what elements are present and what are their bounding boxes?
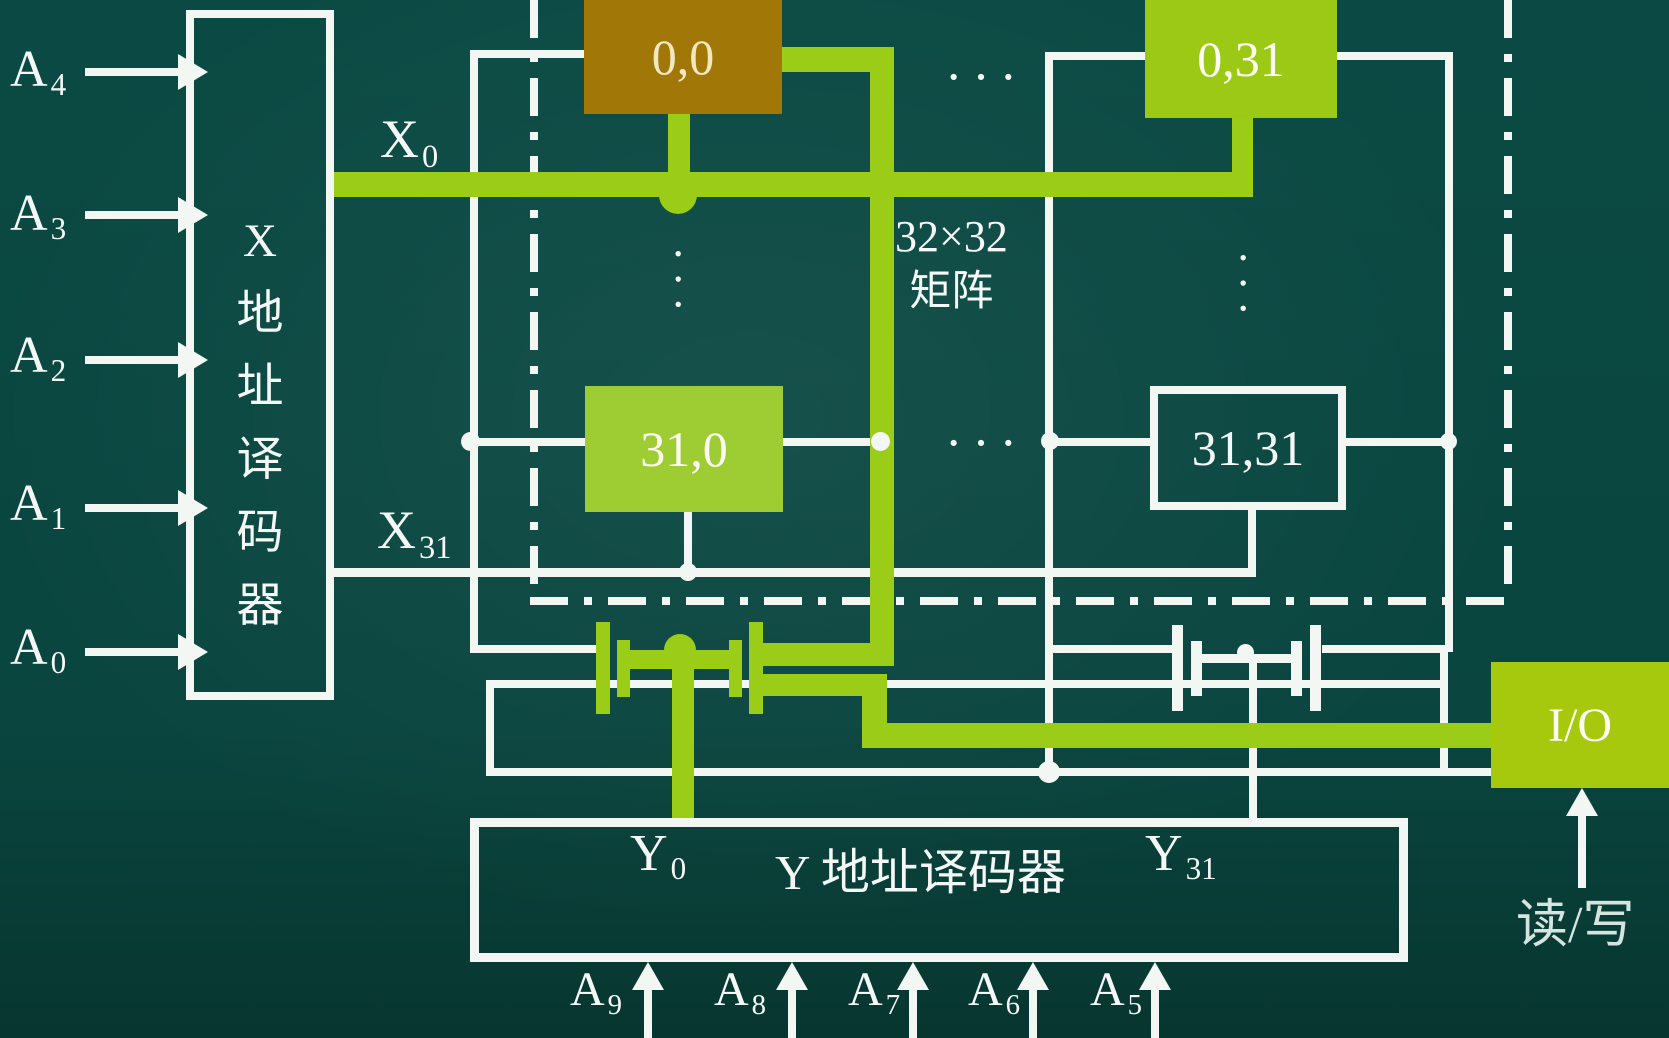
col31-select-feed-right (1322, 645, 1444, 653)
x0-junction-node (659, 176, 697, 214)
cell00-bottom-stub (668, 114, 690, 174)
matrix-border-left (530, 0, 538, 600)
junction-dot (679, 563, 697, 581)
right-bus-connector (1440, 645, 1448, 773)
cell3131-right-connector (1346, 438, 1448, 446)
ellipsis-row31: ··· (945, 415, 1027, 472)
cell310-left-connector (477, 438, 585, 446)
arrow-a5-shaft (1151, 988, 1159, 1038)
arrow-a6-head (1017, 962, 1049, 990)
col31-transistor-bar (1310, 625, 1321, 711)
col0-transistor-bar (617, 640, 630, 697)
memory-cell-0-0: 0,0 (584, 0, 782, 114)
arrow-a1-shaft (85, 504, 181, 512)
memory-cell-31-0: 31,0 (585, 386, 783, 512)
input-label-a2: A2 (10, 327, 67, 389)
arrow-a7-head (897, 962, 929, 990)
col31-bitline-right (1445, 52, 1453, 652)
col0-top-connector (470, 50, 586, 58)
arrow-a2-shaft (85, 356, 181, 364)
ellipsis-row0: ··· (945, 49, 1027, 106)
arrow-a0-shaft (85, 648, 181, 656)
col0-transistor-bar (729, 640, 742, 697)
junction-dot (461, 432, 480, 451)
io-bus-left-connector (486, 680, 494, 776)
col31-top-connector-right (1337, 52, 1453, 60)
col31-bitline-left (1045, 52, 1053, 774)
io-bus-rail-lower (486, 768, 1491, 776)
arrow-a6-shaft (1029, 988, 1037, 1038)
y-decoder-box (470, 818, 1408, 962)
input-label-a1: A1 (10, 475, 67, 537)
x-decoder-box: X 地 址 译 码 器 (186, 10, 334, 700)
x-decoder-char: 码 (236, 507, 284, 559)
arrow-a8-shaft (788, 988, 796, 1038)
col0-transistor-bar (596, 622, 610, 714)
x-decoder-char: 器 (236, 580, 284, 632)
arrow-a9-head (632, 962, 664, 990)
y-decoder-label-y31: Y31 (1145, 825, 1217, 887)
cell310-bottom-stub (684, 512, 692, 570)
io-block: I/O (1491, 662, 1669, 788)
ellipsis-col31: ··· (1218, 250, 1269, 326)
col31-select-feed-left (1049, 645, 1172, 653)
arrow-a3-shaft (85, 211, 181, 219)
arrow-a4-shaft (85, 68, 181, 76)
arrow-a9-shaft (644, 988, 652, 1038)
arrow-a5-head (1139, 962, 1171, 990)
matrix-border-right (1504, 0, 1512, 600)
ellipsis-col0: ··· (653, 246, 704, 322)
arrow-a7-shaft (909, 988, 917, 1038)
junction-dot (1038, 761, 1060, 783)
input-label-a4: A4 (10, 41, 67, 103)
col31-transistor-bar (1291, 641, 1302, 696)
cell031-bottom-stub (1232, 118, 1253, 174)
junction-dot (871, 432, 890, 451)
col0-bitline-active (870, 47, 894, 666)
read-write-label: 读/写 (1516, 897, 1635, 954)
col0-transistor-node (664, 634, 696, 666)
y0-select-line-active (672, 666, 694, 818)
memory-cell-0-31: 0,31 (1145, 0, 1337, 118)
input-label-a0: A0 (10, 619, 67, 681)
cell3131-left-connector (1052, 438, 1150, 446)
input-label-a3: A3 (10, 185, 67, 247)
x-decoder-char: 地 (236, 288, 284, 340)
x31-row-line (334, 568, 1256, 577)
col0-select-feed-lower (762, 674, 864, 696)
arrow-readwrite-shaft (1578, 814, 1586, 888)
y-decoder-title: Y 地址译码器 (775, 845, 1066, 900)
row-label-x31: X31 (377, 500, 452, 566)
cell310-right-connector (783, 438, 875, 446)
arrow-a8-head (776, 962, 808, 990)
col0-transistor-bar (749, 622, 763, 714)
junction-dot (1440, 433, 1457, 450)
memory-cell-31-31: 31,31 (1150, 386, 1346, 510)
col31-transistor-bar (1191, 641, 1202, 696)
y-decoder-label-y0: Y0 (630, 825, 687, 887)
junction-dot (1041, 432, 1059, 450)
cell3131-bottom-stub (1248, 510, 1256, 576)
x0-row-line-active (334, 172, 1253, 197)
col0-bitline-left (470, 50, 478, 652)
col31-top-connector-left (1045, 52, 1145, 60)
x-decoder-char: X (243, 215, 277, 267)
col0-bottom-feed (470, 645, 600, 653)
matrix-size-label: 32×32 矩阵 (895, 212, 1008, 315)
x-decoder-char: 译 (236, 434, 284, 486)
row-label-x0: X0 (380, 109, 439, 175)
matrix-border-bottom (530, 597, 1512, 605)
col31-transistor-bar (1172, 625, 1183, 711)
arrow-readwrite-head (1566, 788, 1598, 816)
col31-transistor-node (1237, 644, 1254, 661)
x-decoder-char: 址 (236, 361, 284, 413)
io-data-line-active (862, 723, 1491, 748)
io-bus-rail-upper (486, 680, 1447, 688)
col0-select-feed-upper (757, 643, 872, 666)
